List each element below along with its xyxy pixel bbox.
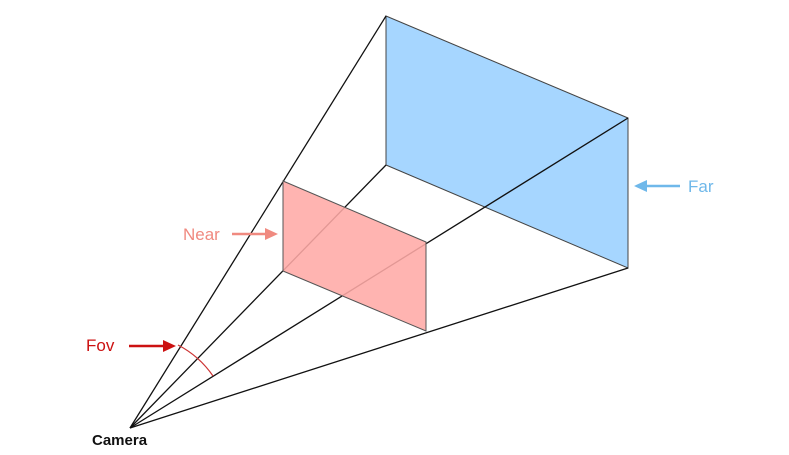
camera-label: Camera <box>92 432 148 449</box>
near-label: Near <box>183 225 220 244</box>
frustum-edge-top-left <box>129 15 387 429</box>
fov-label: Fov <box>86 336 115 355</box>
fov-arc <box>177 344 214 377</box>
near-plane <box>282 180 427 332</box>
far-label: Far <box>688 177 714 196</box>
near-arrow <box>232 228 278 240</box>
far-plane <box>385 15 629 269</box>
frustum-edge-bottom-right <box>129 267 629 429</box>
fov-arrow <box>129 340 176 352</box>
far-arrow <box>634 180 680 192</box>
